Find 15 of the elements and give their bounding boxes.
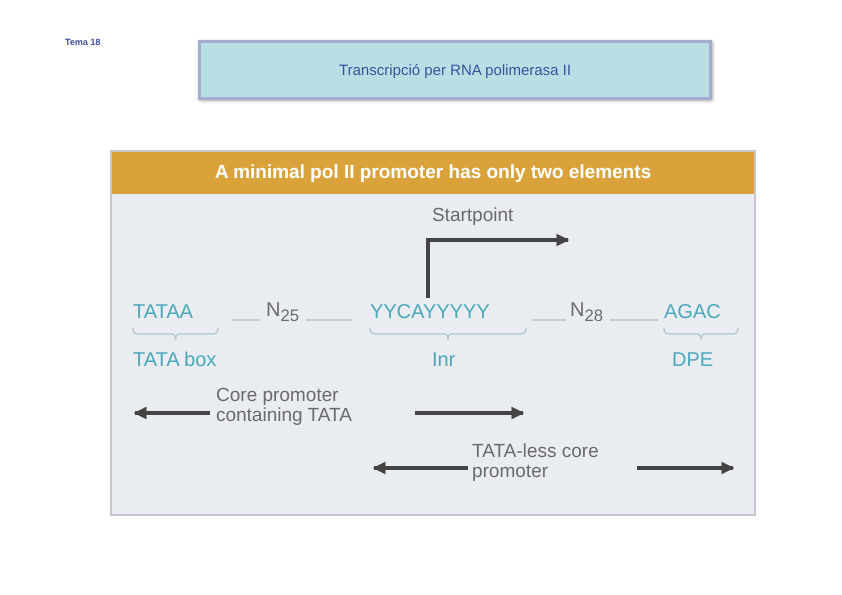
- element-label: DPE: [672, 350, 714, 371]
- sequence-label: TATAA: [133, 302, 193, 323]
- spacer-label: N$_{25}$: [266, 300, 299, 324]
- element-label: Inr: [432, 350, 456, 371]
- title-box: Transcripció per RNA polimerasa II: [198, 40, 712, 100]
- sequence-label: AGAC: [664, 302, 721, 323]
- sequence-label: YYCAYYYYY: [370, 302, 490, 323]
- panel: [110, 150, 756, 516]
- element-label: TATA box: [133, 350, 216, 371]
- panel-heading: A minimal pol II promoter has only two elements: [112, 152, 754, 194]
- page-label: Tema 18: [65, 38, 100, 48]
- spacer-label: N$_{28}$: [570, 300, 603, 324]
- startpoint-label: Startpoint: [432, 206, 514, 226]
- range-label: Core promoter containing TATA: [216, 386, 353, 426]
- range-label: TATA-less core promoter: [472, 442, 600, 482]
